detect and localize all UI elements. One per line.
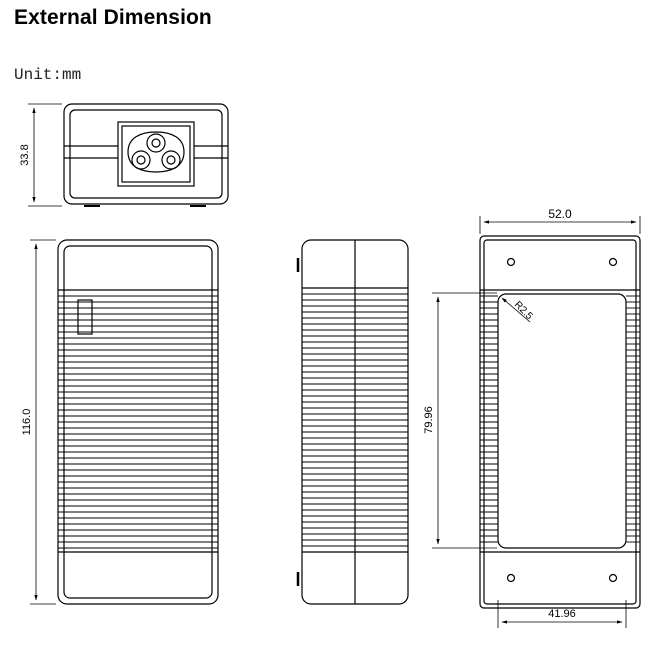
mount-hole [608, 257, 618, 267]
mount-hole [608, 573, 618, 583]
dim-height-label: 33.8 [19, 144, 31, 165]
side-view [296, 239, 409, 605]
front-fins [58, 295, 218, 549]
dim-radius-label: R2.5 [512, 299, 535, 322]
dim-length-label: 116.0 [21, 409, 33, 436]
ac-inlet-icon [117, 121, 195, 187]
dim-inner-width-line [497, 600, 627, 628]
dim-width-line [479, 216, 641, 234]
unit-label: Unit:mm [14, 66, 82, 84]
page-title: External Dimension [14, 6, 212, 29]
dim-inner-width-label: 41.96 [548, 608, 576, 620]
dim-length-line [30, 239, 56, 605]
dim-spacing-label: 79.96 [423, 406, 435, 434]
dim-spacing-line [432, 292, 497, 549]
back-fins-right [626, 295, 640, 543]
dim-width-label: 52.0 [548, 207, 572, 221]
label-window [77, 299, 93, 335]
top-view [63, 103, 229, 207]
mount-hole [506, 257, 516, 267]
side-fins [302, 293, 408, 547]
mount-hole [506, 573, 516, 583]
back-view [479, 235, 641, 609]
back-fins-left [480, 295, 498, 543]
radius-leader [501, 297, 531, 323]
dim-height-line [28, 103, 62, 207]
